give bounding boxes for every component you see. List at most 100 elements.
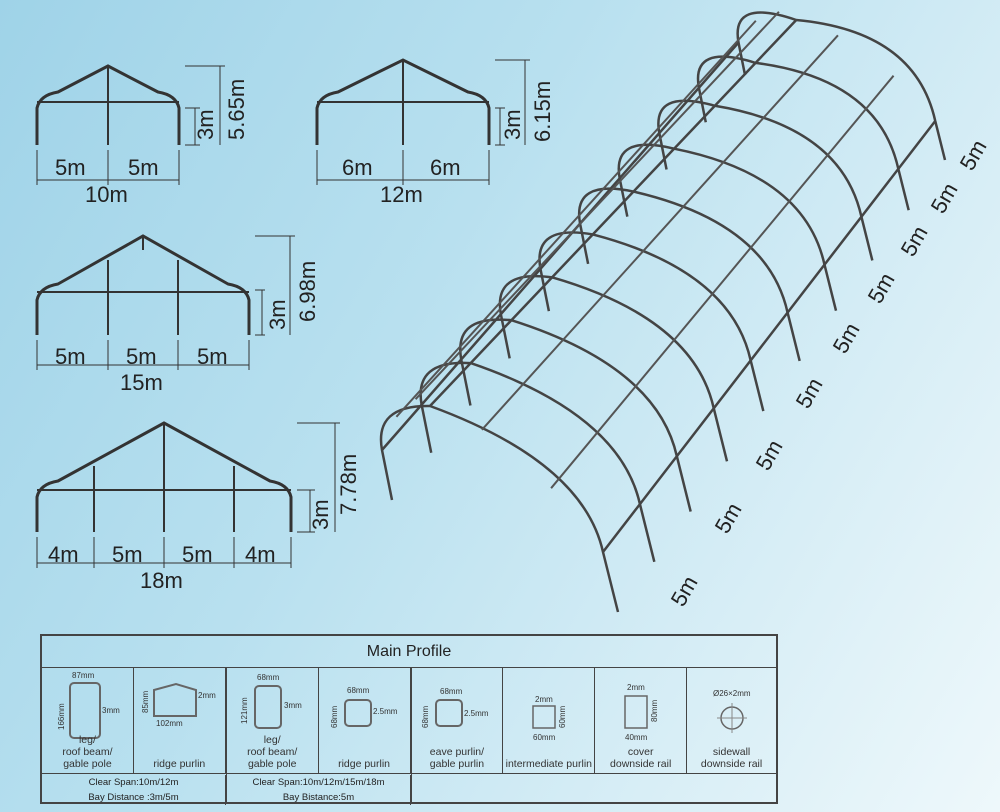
profile-cell: 68mm 68mm 2.5mm ridge purlin: [319, 668, 412, 773]
profile-cell: 85mm 2mm 102mm ridge purlin: [134, 668, 227, 773]
purlin: [602, 120, 937, 553]
intermediate-purlin: [481, 34, 839, 431]
tent-elevation-18m: 4m 5m 5m 4m 18m 3m 7.78m: [35, 421, 361, 593]
span-label: 12m: [380, 182, 423, 207]
eave-label: 3m: [308, 499, 333, 530]
bay-label: 4m: [48, 542, 79, 567]
svg-text:60mm: 60mm: [558, 705, 567, 728]
profile-label: ridge purlin: [153, 758, 206, 770]
arch-frame: [459, 318, 692, 512]
svg-text:68mm: 68mm: [421, 705, 430, 728]
svg-text:60mm: 60mm: [533, 733, 556, 742]
arch-frame: [696, 55, 910, 211]
bay-label: 4m: [245, 542, 276, 567]
profile-label: roof beam/: [62, 746, 113, 758]
profile-label: downside rail: [700, 758, 763, 770]
bay-dimension-labels: 5m 5m 5m 5m 5m 5m 5m 5m 5m: [666, 136, 992, 611]
svg-text:40mm: 40mm: [625, 733, 648, 742]
arch-frame: [419, 361, 656, 563]
profile-label: downside rail: [610, 758, 672, 770]
bay-label: 5m: [197, 344, 228, 369]
height-label: 6.98m: [295, 261, 320, 322]
svg-text:85mm: 85mm: [141, 690, 150, 713]
tent-elevation-10m: 5m 5m 10m 3m 5.65m: [35, 64, 249, 207]
span-label: 18m: [140, 568, 183, 593]
bay-label: 5m: [182, 542, 213, 567]
span-label: 10m: [85, 182, 128, 207]
profile-cell: 87mm 166mm 3mm leg/roof beam/gable pole: [42, 668, 134, 773]
profile-cell: 68mm 121mm 3mm leg/roof beam/gable pole: [227, 668, 319, 773]
bay-length-label: 5m: [828, 319, 865, 358]
svg-text:2.5mm: 2.5mm: [373, 707, 398, 716]
bay-label: 5m: [55, 155, 86, 180]
bay-length-label: 5m: [710, 499, 747, 538]
svg-text:68mm: 68mm: [347, 686, 370, 695]
arch-frame: [577, 187, 801, 362]
svg-text:3mm: 3mm: [102, 706, 120, 715]
main-profile-table: Main Profile 87mm 166mm 3mm leg/roof bea…: [40, 634, 778, 805]
svg-text:2mm: 2mm: [535, 695, 553, 704]
arch-frame: [657, 99, 874, 261]
bay-label: 5m: [126, 344, 157, 369]
svg-text:2.5mm: 2.5mm: [464, 709, 489, 718]
eave-label: 3m: [265, 299, 290, 330]
bay-length-label: 5m: [751, 436, 788, 475]
bay-length-label: 5m: [926, 179, 963, 218]
svg-text:87mm: 87mm: [72, 671, 95, 680]
profile-label: gable pole: [63, 758, 112, 770]
profile-cell: 68mm 68mm 2.5mm eave purlin/gable purlin: [412, 668, 504, 773]
tent-elevation-12m: 6m 6m 12m 3m 6.15m: [315, 58, 555, 207]
table-title: Main Profile: [42, 636, 776, 668]
bay-length-label: 5m: [955, 136, 992, 175]
bay-label: 6m: [430, 155, 461, 180]
profile-label: sidewall: [712, 746, 751, 758]
svg-text:102mm: 102mm: [156, 719, 183, 728]
svg-text:68mm: 68mm: [330, 705, 339, 728]
arch-frame: [498, 274, 729, 462]
bay-length-label: 5m: [896, 222, 933, 261]
profile-label: ridge purlin: [338, 758, 391, 770]
intermediate-purlin: [414, 11, 780, 400]
bay-label: 5m: [55, 344, 86, 369]
svg-text:3mm: 3mm: [284, 701, 302, 710]
svg-text:2mm: 2mm: [627, 683, 645, 692]
arch-frame: [379, 404, 620, 613]
intermediate-purlin: [395, 20, 757, 418]
profile-label: roof beam/: [247, 746, 298, 758]
svg-text:68mm: 68mm: [440, 687, 463, 696]
tent-elevation-15m: 5m 5m 5m 15m 3m 6.98m: [35, 234, 320, 395]
arch-frame: [736, 11, 947, 161]
svg-text:2mm: 2mm: [198, 691, 216, 700]
svg-text:Ø26×2mm: Ø26×2mm: [713, 689, 751, 698]
bay-label: 5m: [128, 155, 159, 180]
bay-length-label: 5m: [791, 374, 828, 413]
profile-label: leg/: [78, 734, 96, 746]
bay-label: 6m: [342, 155, 373, 180]
bay-label: 5m: [112, 542, 143, 567]
height-label: 5.65m: [224, 79, 249, 140]
bay-length-label: 5m: [863, 269, 900, 308]
eave-label: 3m: [193, 109, 218, 140]
height-label: 7.78m: [336, 454, 361, 515]
profile-label: cover: [627, 746, 654, 758]
svg-text:68mm: 68mm: [257, 673, 280, 682]
span-label: 15m: [120, 370, 163, 395]
tent-diagrams: 5m 5m 10m 3m 5.65m 6m 6m 12m 3m 6.15m 5m…: [35, 11, 992, 613]
svg-text:121mm: 121mm: [240, 697, 249, 724]
profile-label: gable pole: [247, 758, 297, 770]
arch-frame: [538, 231, 765, 412]
profile-cell: 2mm 60mm 60mm intermediate purlin: [503, 668, 596, 773]
profile-label: leg/: [263, 734, 281, 746]
arch-frame: [617, 143, 838, 311]
intermediate-purlin: [550, 75, 895, 489]
profile-label: gable purlin: [429, 758, 485, 770]
svg-text:80mm: 80mm: [650, 699, 659, 722]
svg-text:166mm: 166mm: [57, 703, 66, 730]
tent-frame-3d: [379, 11, 947, 613]
bay-length-label: 5m: [666, 572, 703, 611]
purlin: [429, 19, 798, 407]
